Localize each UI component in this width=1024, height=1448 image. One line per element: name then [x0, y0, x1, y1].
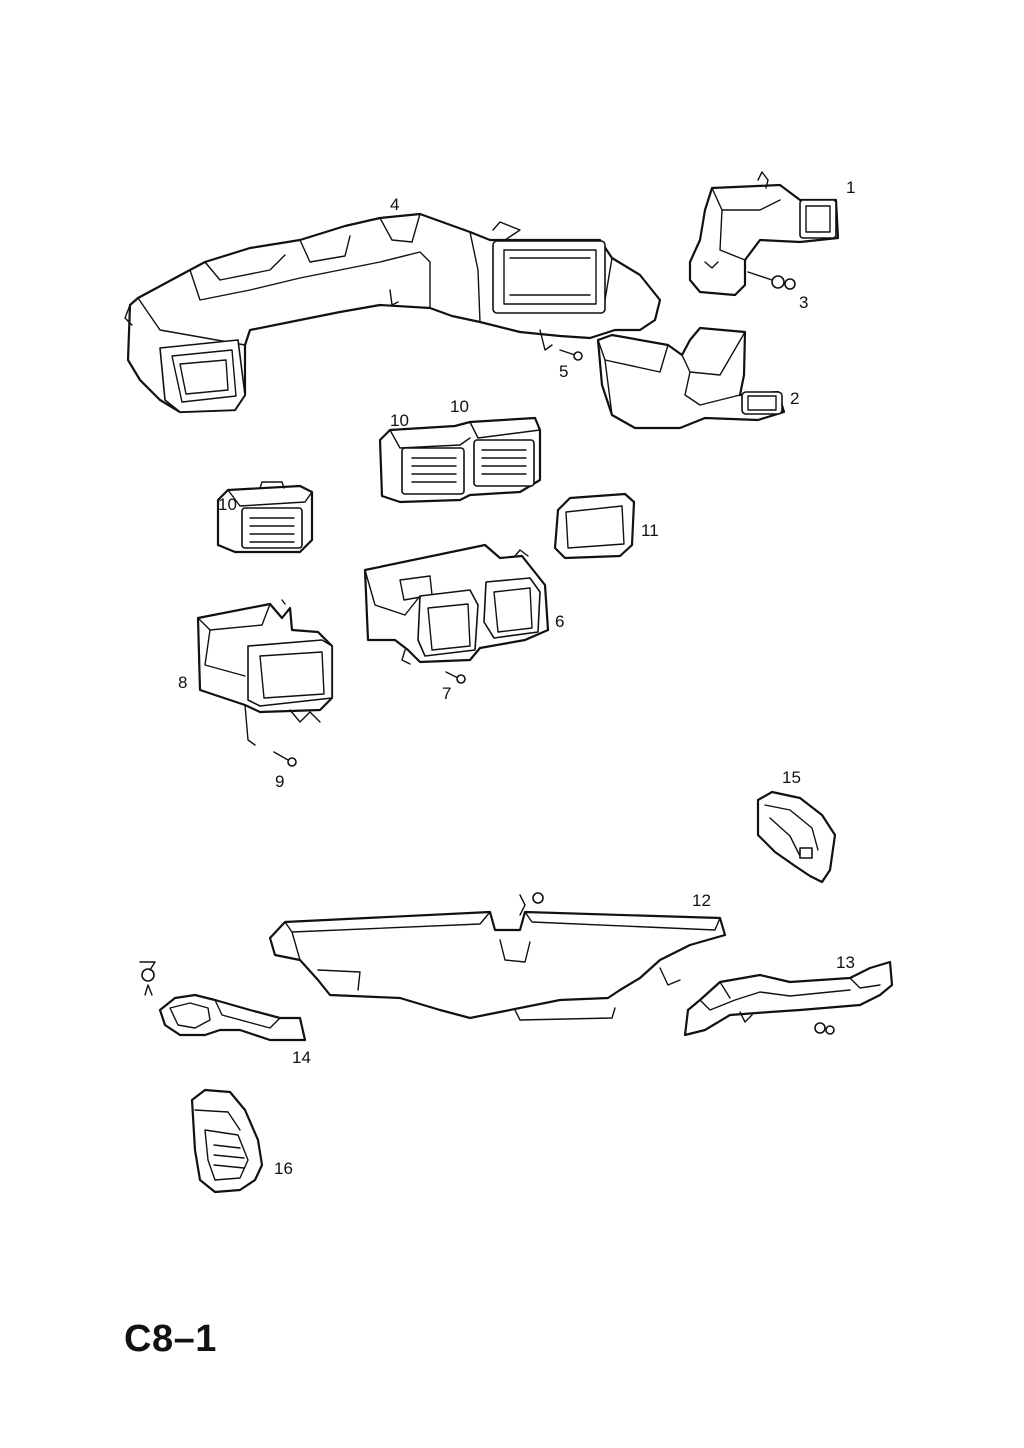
- callout-2: 2: [790, 389, 799, 408]
- part-15-side-vent: [756, 790, 837, 884]
- callout-10-single: 10: [218, 495, 237, 514]
- part-7-screw: [445, 671, 466, 684]
- part-14-left-floor-duct: [139, 961, 307, 1042]
- callout-3: 3: [799, 293, 808, 312]
- callout-1: 1: [846, 178, 855, 197]
- callout-11: 11: [641, 521, 659, 540]
- part-6-center-vent-housing: [363, 543, 550, 665]
- callout-5: 5: [559, 362, 568, 381]
- callout-8: 8: [178, 673, 187, 692]
- part-3-bolt: [747, 271, 796, 290]
- part-11-blanking-cover: [553, 492, 636, 560]
- callout-13: 13: [836, 953, 855, 972]
- callout-7: 7: [442, 684, 451, 703]
- part-8-side-vent-housing: [196, 599, 334, 746]
- callout-16: 16: [274, 1159, 293, 1178]
- callout-10-left: 10: [390, 411, 409, 430]
- callout-9: 9: [275, 772, 284, 791]
- page-code: C8–1: [124, 1318, 217, 1360]
- part-9-screw: [273, 751, 297, 767]
- part-10-twin-vent: [378, 416, 542, 504]
- callout-6: 6: [555, 612, 564, 631]
- callout-10-right: 10: [450, 397, 469, 416]
- part-2-side-duct: [596, 326, 786, 430]
- callout-15: 15: [782, 768, 801, 787]
- callout-12: 12: [692, 891, 711, 910]
- callout-14: 14: [292, 1048, 311, 1067]
- callout-4: 4: [390, 195, 399, 214]
- part-12-lower-duct: [268, 892, 727, 1021]
- part-4-main-air-duct: [124, 212, 662, 414]
- part-13-right-floor-duct: [683, 960, 894, 1037]
- part-1-elbow-duct: [688, 171, 840, 297]
- part-5-screw: [559, 349, 583, 361]
- part-10-single-vent: [216, 481, 314, 554]
- part-16-rear-vent: [190, 1088, 264, 1194]
